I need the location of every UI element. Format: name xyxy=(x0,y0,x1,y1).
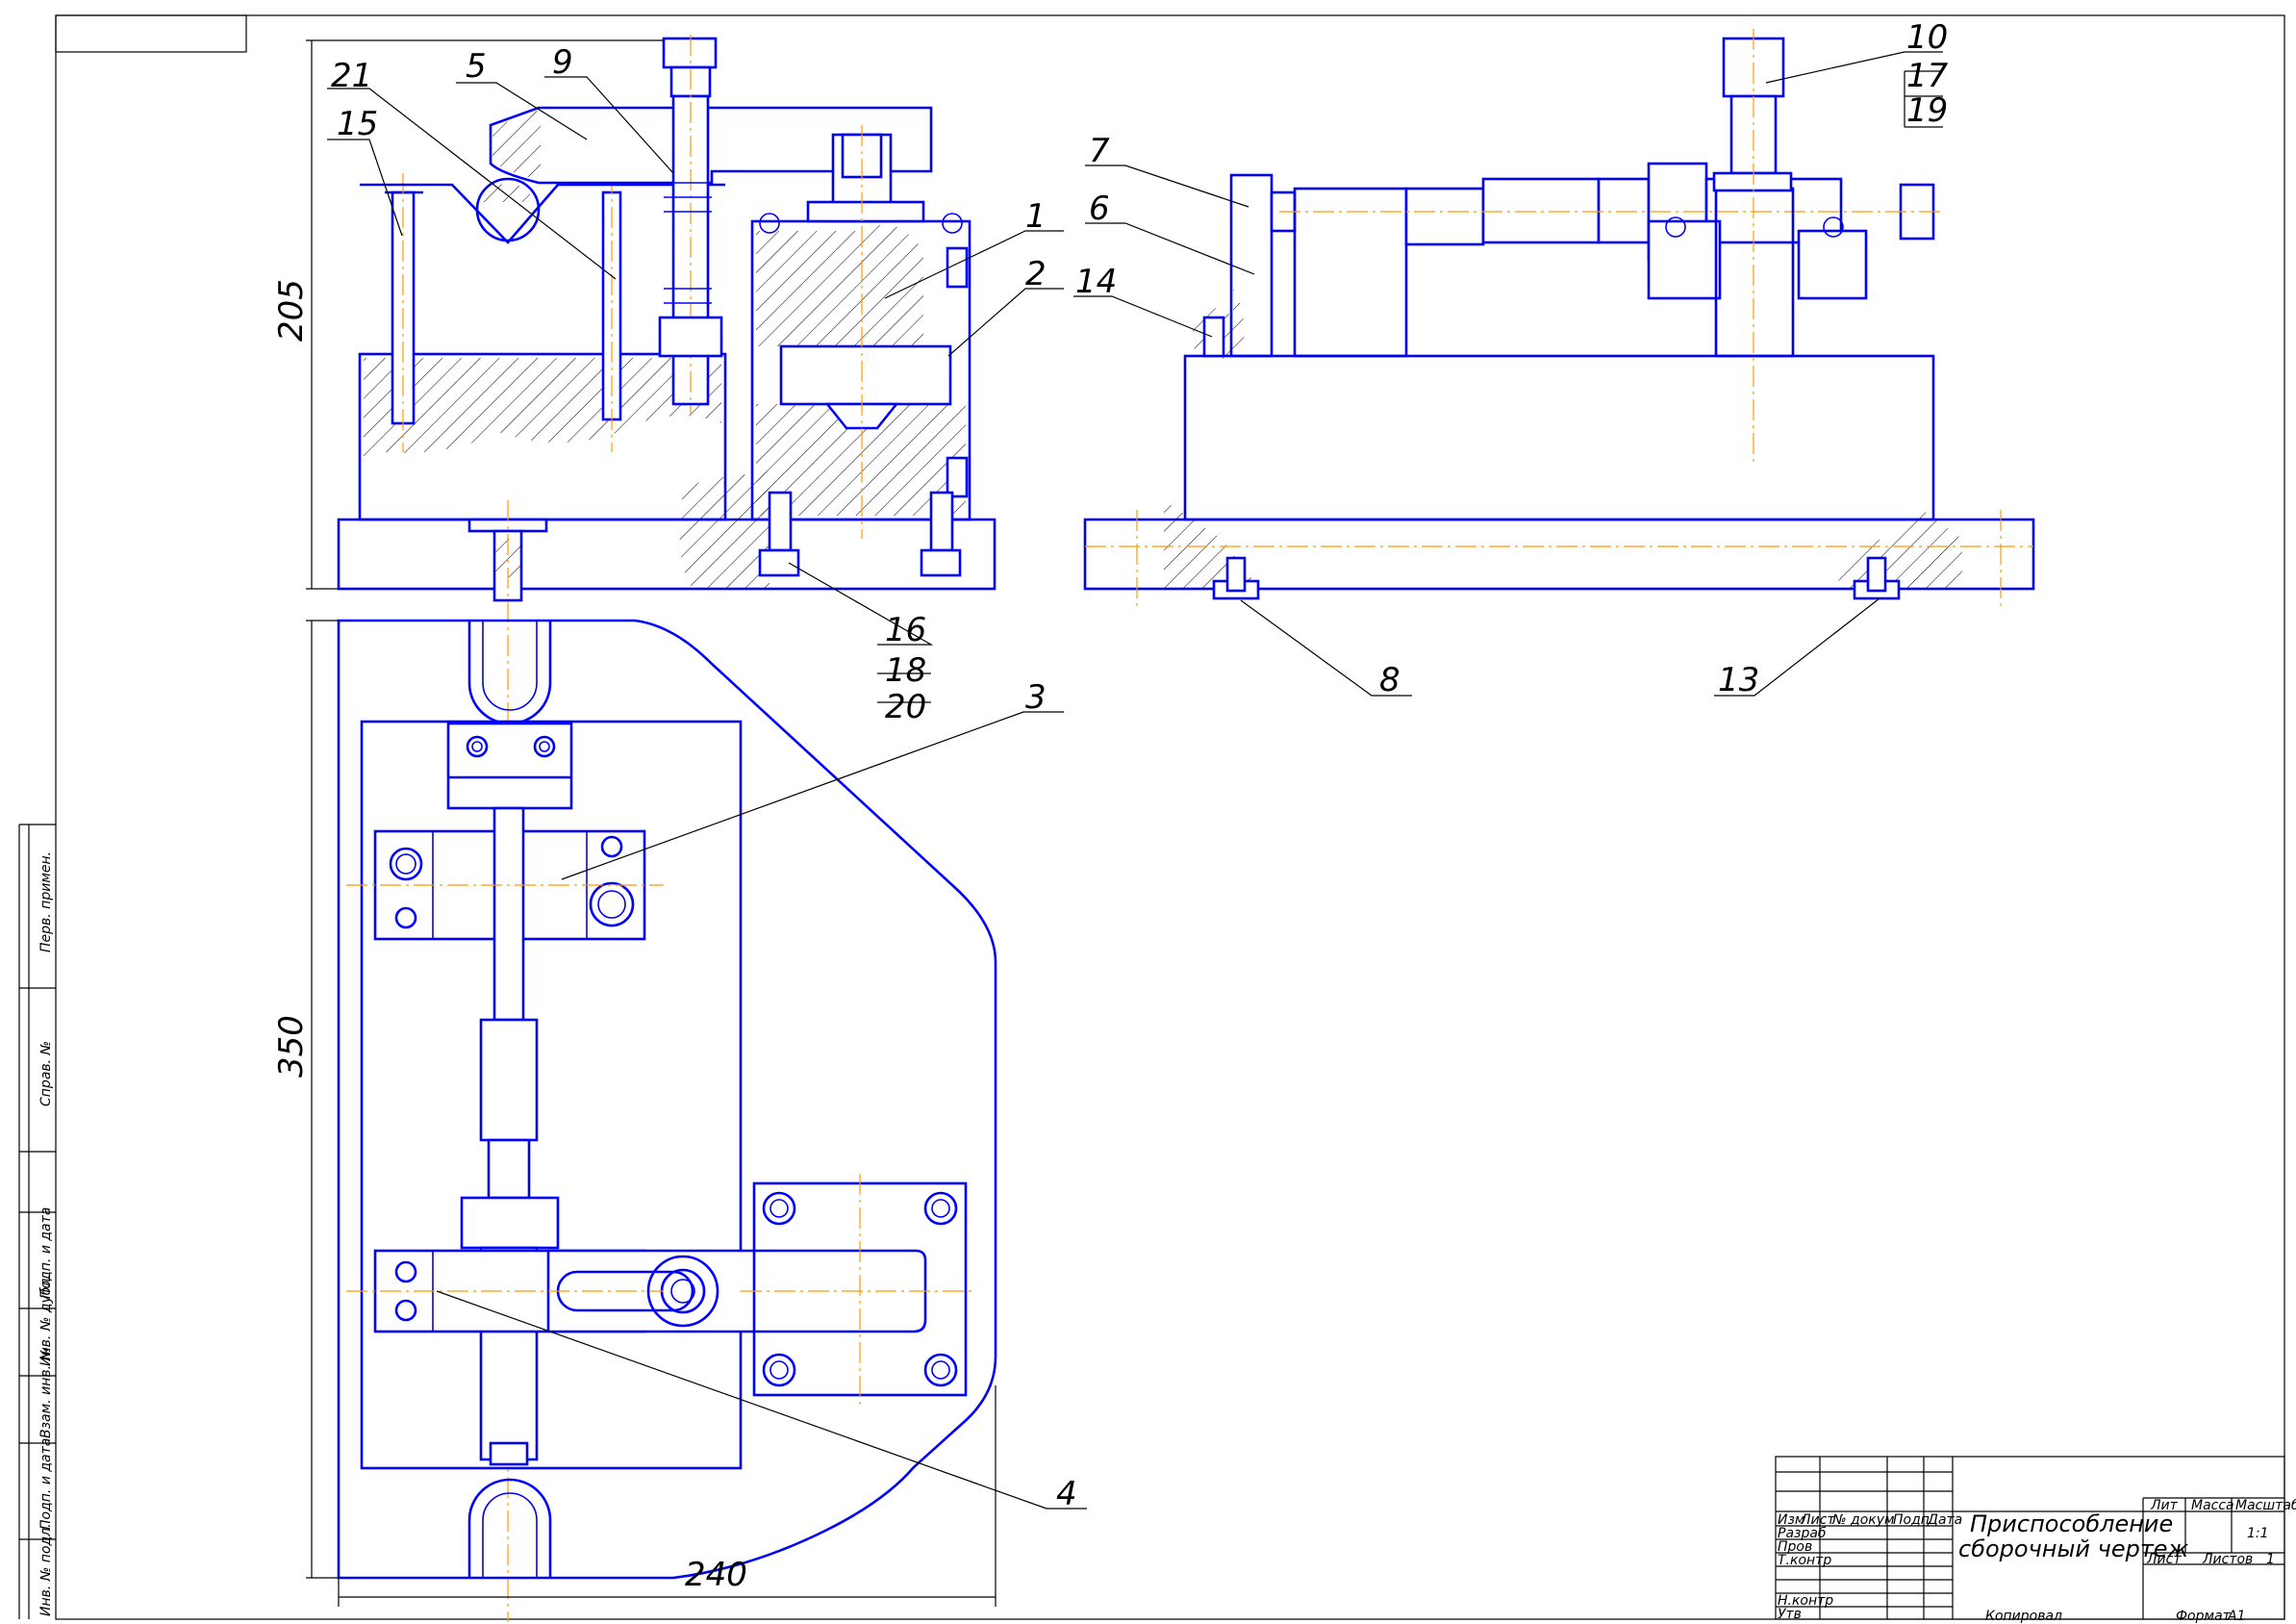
callout-20: 20 xyxy=(885,688,926,726)
sprav-label: Справ. № xyxy=(38,1041,54,1106)
drawing-title-line1: Приспособление xyxy=(1970,1510,2173,1537)
masshtab-label: Масштаб xyxy=(2235,1498,2296,1513)
listov-label: Листов xyxy=(2202,1552,2253,1567)
callout-2: 2 xyxy=(1025,255,1047,293)
leader-lines xyxy=(327,51,1943,1510)
format-label: Формат xyxy=(2176,1609,2232,1624)
sheet-frame xyxy=(18,14,2285,1620)
col-sign: Подп xyxy=(1893,1512,1930,1528)
callout-17: 17 xyxy=(1906,57,1949,95)
col-list: Лист xyxy=(1800,1512,1835,1528)
kopiroval-label: Копировал xyxy=(1985,1609,2062,1624)
callout-labels: 1 2 3 4 5 6 7 8 9 10 13 14 15 16 17 18 1… xyxy=(331,18,1949,1513)
scale-value: 1:1 xyxy=(2247,1526,2269,1541)
list-label: Лист xyxy=(2146,1552,2182,1567)
dimension-labels: 205 350 240 xyxy=(272,279,747,1594)
side-strip-labels: Перв. примен. Справ. № Подп. и дата Инв.… xyxy=(38,851,54,1616)
front-view xyxy=(306,35,997,1622)
row-nkontr: Н.контр xyxy=(1778,1593,1833,1609)
row-prov: Пров xyxy=(1778,1539,1812,1555)
row-tkontr: Т.контр xyxy=(1778,1553,1831,1568)
callout-9: 9 xyxy=(552,43,573,82)
callout-5: 5 xyxy=(466,47,487,86)
perv-primen-label: Перв. примен. xyxy=(38,851,54,952)
callout-18: 18 xyxy=(885,651,926,690)
drawing-title-line2: сборочный чертеж xyxy=(1958,1535,2189,1562)
callout-15: 15 xyxy=(337,105,378,143)
callout-7: 7 xyxy=(1089,132,1110,170)
callout-6: 6 xyxy=(1089,190,1110,228)
vzam-inv-label: Взам. инв. № xyxy=(38,1347,54,1438)
callout-8: 8 xyxy=(1379,661,1400,699)
podp-data-2-label: Подп. и дата xyxy=(38,1438,54,1530)
title-block: Изм Лист № докум Подп Дата Разраб Пров Т… xyxy=(1775,1456,2296,1624)
listov-value: 1 xyxy=(2266,1552,2275,1567)
dimension-240: 240 xyxy=(685,1556,747,1594)
callout-1: 1 xyxy=(1025,197,1047,236)
lit-label: Лит xyxy=(2150,1498,2179,1513)
callout-14: 14 xyxy=(1075,263,1117,301)
callout-21: 21 xyxy=(331,57,372,95)
inv-podl-label: Инв. № подл. xyxy=(38,1523,54,1616)
callout-19: 19 xyxy=(1906,91,1948,130)
dimension-350: 350 xyxy=(272,1015,311,1078)
podp-data-1-label: Подп. и дата xyxy=(38,1207,54,1299)
col-izm: Изм xyxy=(1778,1512,1805,1528)
callout-13: 13 xyxy=(1718,661,1759,699)
callout-4: 4 xyxy=(1056,1475,1077,1513)
side-view xyxy=(1083,29,2035,606)
row-utv: Утв xyxy=(1778,1607,1802,1622)
massa-label: Масса xyxy=(2191,1498,2234,1513)
format-value: A1 xyxy=(2227,1609,2245,1624)
dimension-205: 205 xyxy=(272,279,311,342)
row-razrab: Разраб xyxy=(1778,1526,1827,1541)
callout-3: 3 xyxy=(1025,678,1047,717)
callout-10: 10 xyxy=(1906,18,1948,57)
plan-view xyxy=(306,619,997,1607)
inv-dubl-label: Инв. № дубл. xyxy=(38,1274,54,1366)
callout-16: 16 xyxy=(885,611,926,649)
col-docnum: № докум xyxy=(1831,1512,1895,1528)
col-date: Дата xyxy=(1927,1512,1962,1528)
